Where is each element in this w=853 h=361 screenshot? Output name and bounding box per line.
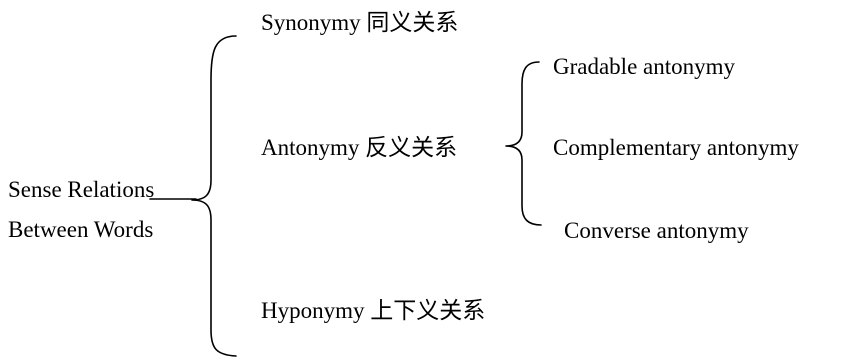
hyponymy-node: Hyponymy 上下义关系 bbox=[261, 298, 486, 323]
root-label-line-2: Between Words bbox=[8, 217, 154, 242]
antonymy-node: Antonymy 反义关系 bbox=[261, 135, 458, 160]
synonymy-node: Synonymy 同义关系 bbox=[261, 10, 459, 35]
converse-antonymy-node: Converse antonymy bbox=[564, 218, 749, 243]
antonymy-brace bbox=[505, 61, 542, 226]
gradable-antonymy-node: Gradable antonymy bbox=[553, 54, 736, 79]
complementary-antonymy-node: Complementary antonymy bbox=[553, 135, 799, 160]
main-brace bbox=[191, 35, 237, 357]
root-label-line-1: Sense Relations bbox=[8, 177, 155, 202]
